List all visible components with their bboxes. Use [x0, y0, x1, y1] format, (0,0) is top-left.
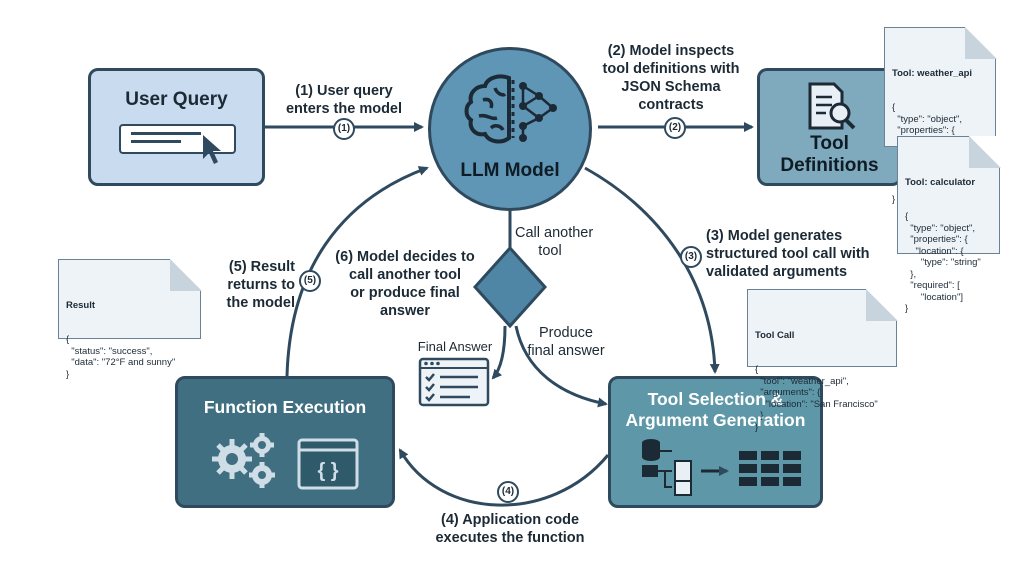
- svg-text:{ }: { }: [317, 460, 338, 482]
- gears-icon: [212, 433, 275, 488]
- data-flow-table-icon: [642, 439, 801, 496]
- step-3-caption: (3) Model generates structured tool call…: [706, 228, 870, 280]
- arrow-toolselection-to-funcexec: [398, 448, 610, 507]
- brain-network-icon: [464, 74, 557, 144]
- step-2-badge: (2): [664, 117, 686, 139]
- final-answer-label: Final Answer: [417, 339, 493, 354]
- step-1-caption: (1) User query enters the model: [285, 83, 403, 117]
- note-calculator-title: Tool: calculator: [905, 176, 976, 188]
- arrow-decision-to-toolselection: [514, 325, 608, 408]
- tool-selection-title: Tool Selection & Argument Generation: [625, 389, 806, 430]
- code-window-icon: { }: [297, 438, 359, 490]
- arrow-funcexec-to-llm: [285, 166, 429, 377]
- cursor-icon: [203, 135, 221, 164]
- user-query-title: User Query: [125, 89, 228, 110]
- tool-selection-node: Tool Selection & Argument Generation: [608, 376, 823, 508]
- step-4-caption: (4) Application code executes the functi…: [435, 512, 585, 546]
- note-calculator: Tool: calculator { "type": "object", "pr…: [897, 135, 1001, 314]
- function-execution-node: Function Execution { }: [175, 376, 395, 508]
- note-tool-call: Tool Call { "tool": "weather_api", "argu…: [747, 288, 898, 433]
- tool-definitions-node: Tool Definitions: [757, 68, 902, 186]
- step-1-badge: (1): [333, 118, 355, 140]
- tool-definitions-title: Tool Definitions: [780, 133, 879, 176]
- llm-model-node: LLM Model: [428, 47, 592, 211]
- step-4-badge: (4): [497, 481, 519, 503]
- note-calculator-code: { "type": "object", "properties": { "loc…: [905, 211, 981, 314]
- arrow-llm-to-toolselection: [584, 166, 720, 374]
- call-another-tool-label: Call another tool: [515, 225, 594, 259]
- step-6-caption: (6) Model decides to call another tool o…: [335, 249, 475, 319]
- note-result-title: Result: [66, 299, 96, 311]
- final-answer-checklist-icon: [418, 357, 490, 407]
- decision-diamond: [472, 245, 548, 329]
- step-5-badge: (5): [299, 270, 321, 292]
- function-execution-title: Function Execution: [203, 397, 367, 417]
- produce-final-answer-label: Produce final answer: [527, 325, 605, 359]
- user-query-node: User Query: [88, 68, 265, 186]
- note-tool-call-title: Tool Call: [755, 329, 795, 341]
- arrow-decision-to-final: [491, 325, 507, 380]
- step-5-caption: (5) Result returns to the model: [226, 259, 295, 311]
- note-weather-api: Tool: weather_api { "type": "object", "p…: [884, 26, 997, 205]
- llm-model-title: LLM Model: [460, 160, 560, 181]
- note-result-code: { "status": "success", "data": "72°F and…: [66, 334, 176, 380]
- note-weather-api-title: Tool: weather_api: [892, 67, 973, 79]
- note-tool-call-code: { "tool": "weather_api", "arguments": { …: [755, 364, 878, 433]
- step-2-caption: (2) Model inspects tool definitions with…: [602, 43, 740, 113]
- note-result: Result { "status": "success", "data": "7…: [58, 258, 202, 380]
- step-3-badge: (3): [680, 246, 702, 268]
- document-search-icon: [808, 82, 856, 130]
